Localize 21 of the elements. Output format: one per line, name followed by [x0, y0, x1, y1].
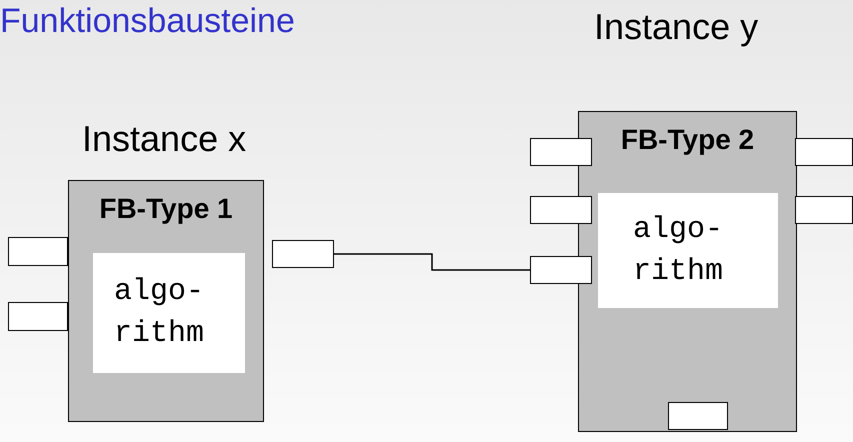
port-box [668, 402, 728, 430]
port-box [530, 256, 592, 284]
function-block [68, 180, 264, 422]
block-type-label: FB-Type 2 [620, 126, 756, 154]
function-block [578, 111, 797, 432]
port-box [795, 138, 853, 166]
port-box [8, 302, 68, 331]
instance-label: Instance x [82, 117, 246, 161]
instance-label: Instance y [594, 5, 758, 49]
connector-line [334, 253, 530, 271]
port-box [272, 240, 334, 268]
title: Funktionsbausteine [0, 1, 295, 42]
algorithm-box [93, 253, 245, 373]
port-box [530, 138, 592, 166]
port-box [795, 196, 853, 224]
algorithm-label: algo- rithm [114, 274, 206, 353]
block-type-label: FB-Type 1 [98, 195, 234, 223]
port-box [8, 237, 68, 266]
algorithm-box [598, 193, 778, 308]
port-box [530, 196, 592, 224]
algorithm-label: algo- rithm [633, 212, 724, 290]
